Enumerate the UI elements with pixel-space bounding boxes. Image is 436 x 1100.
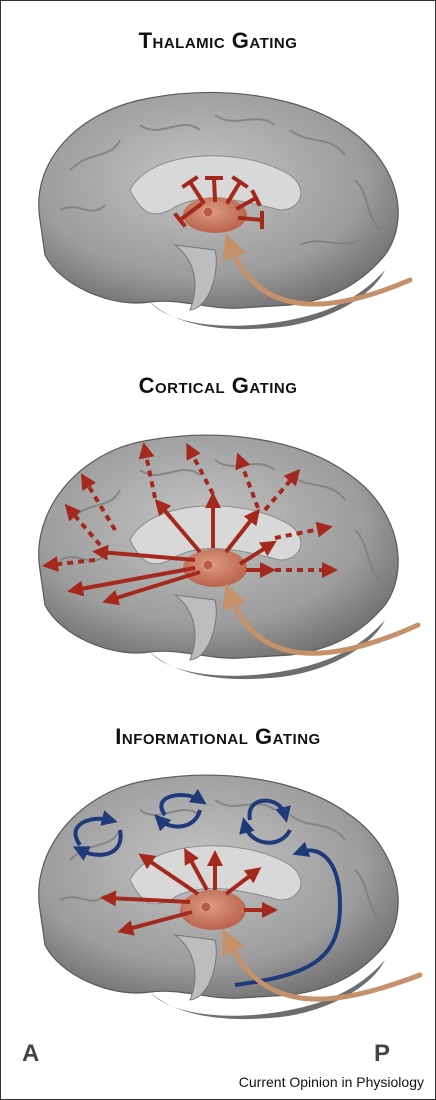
journal-credit: Current Opinion in Physiology bbox=[239, 1074, 424, 1090]
brain-diagram-cortical bbox=[0, 420, 436, 710]
panel-title-thalamic-gating: Thalamic Gating bbox=[0, 28, 436, 54]
thalamic-nucleus bbox=[203, 207, 213, 217]
anterior-label: A bbox=[22, 1040, 39, 1068]
panel-title-informational-gating: Informational Gating bbox=[0, 724, 436, 750]
thalamus bbox=[180, 890, 246, 930]
panel-title-cortical-gating: Cortical Gating bbox=[0, 373, 436, 399]
thalamic-nucleus bbox=[201, 902, 211, 912]
posterior-label: P bbox=[374, 1040, 390, 1068]
brain-diagram-thalamic bbox=[0, 70, 436, 350]
brain-diagram-informational bbox=[0, 760, 436, 1050]
thalamus bbox=[183, 197, 247, 233]
thalamic-nucleus bbox=[203, 560, 213, 570]
